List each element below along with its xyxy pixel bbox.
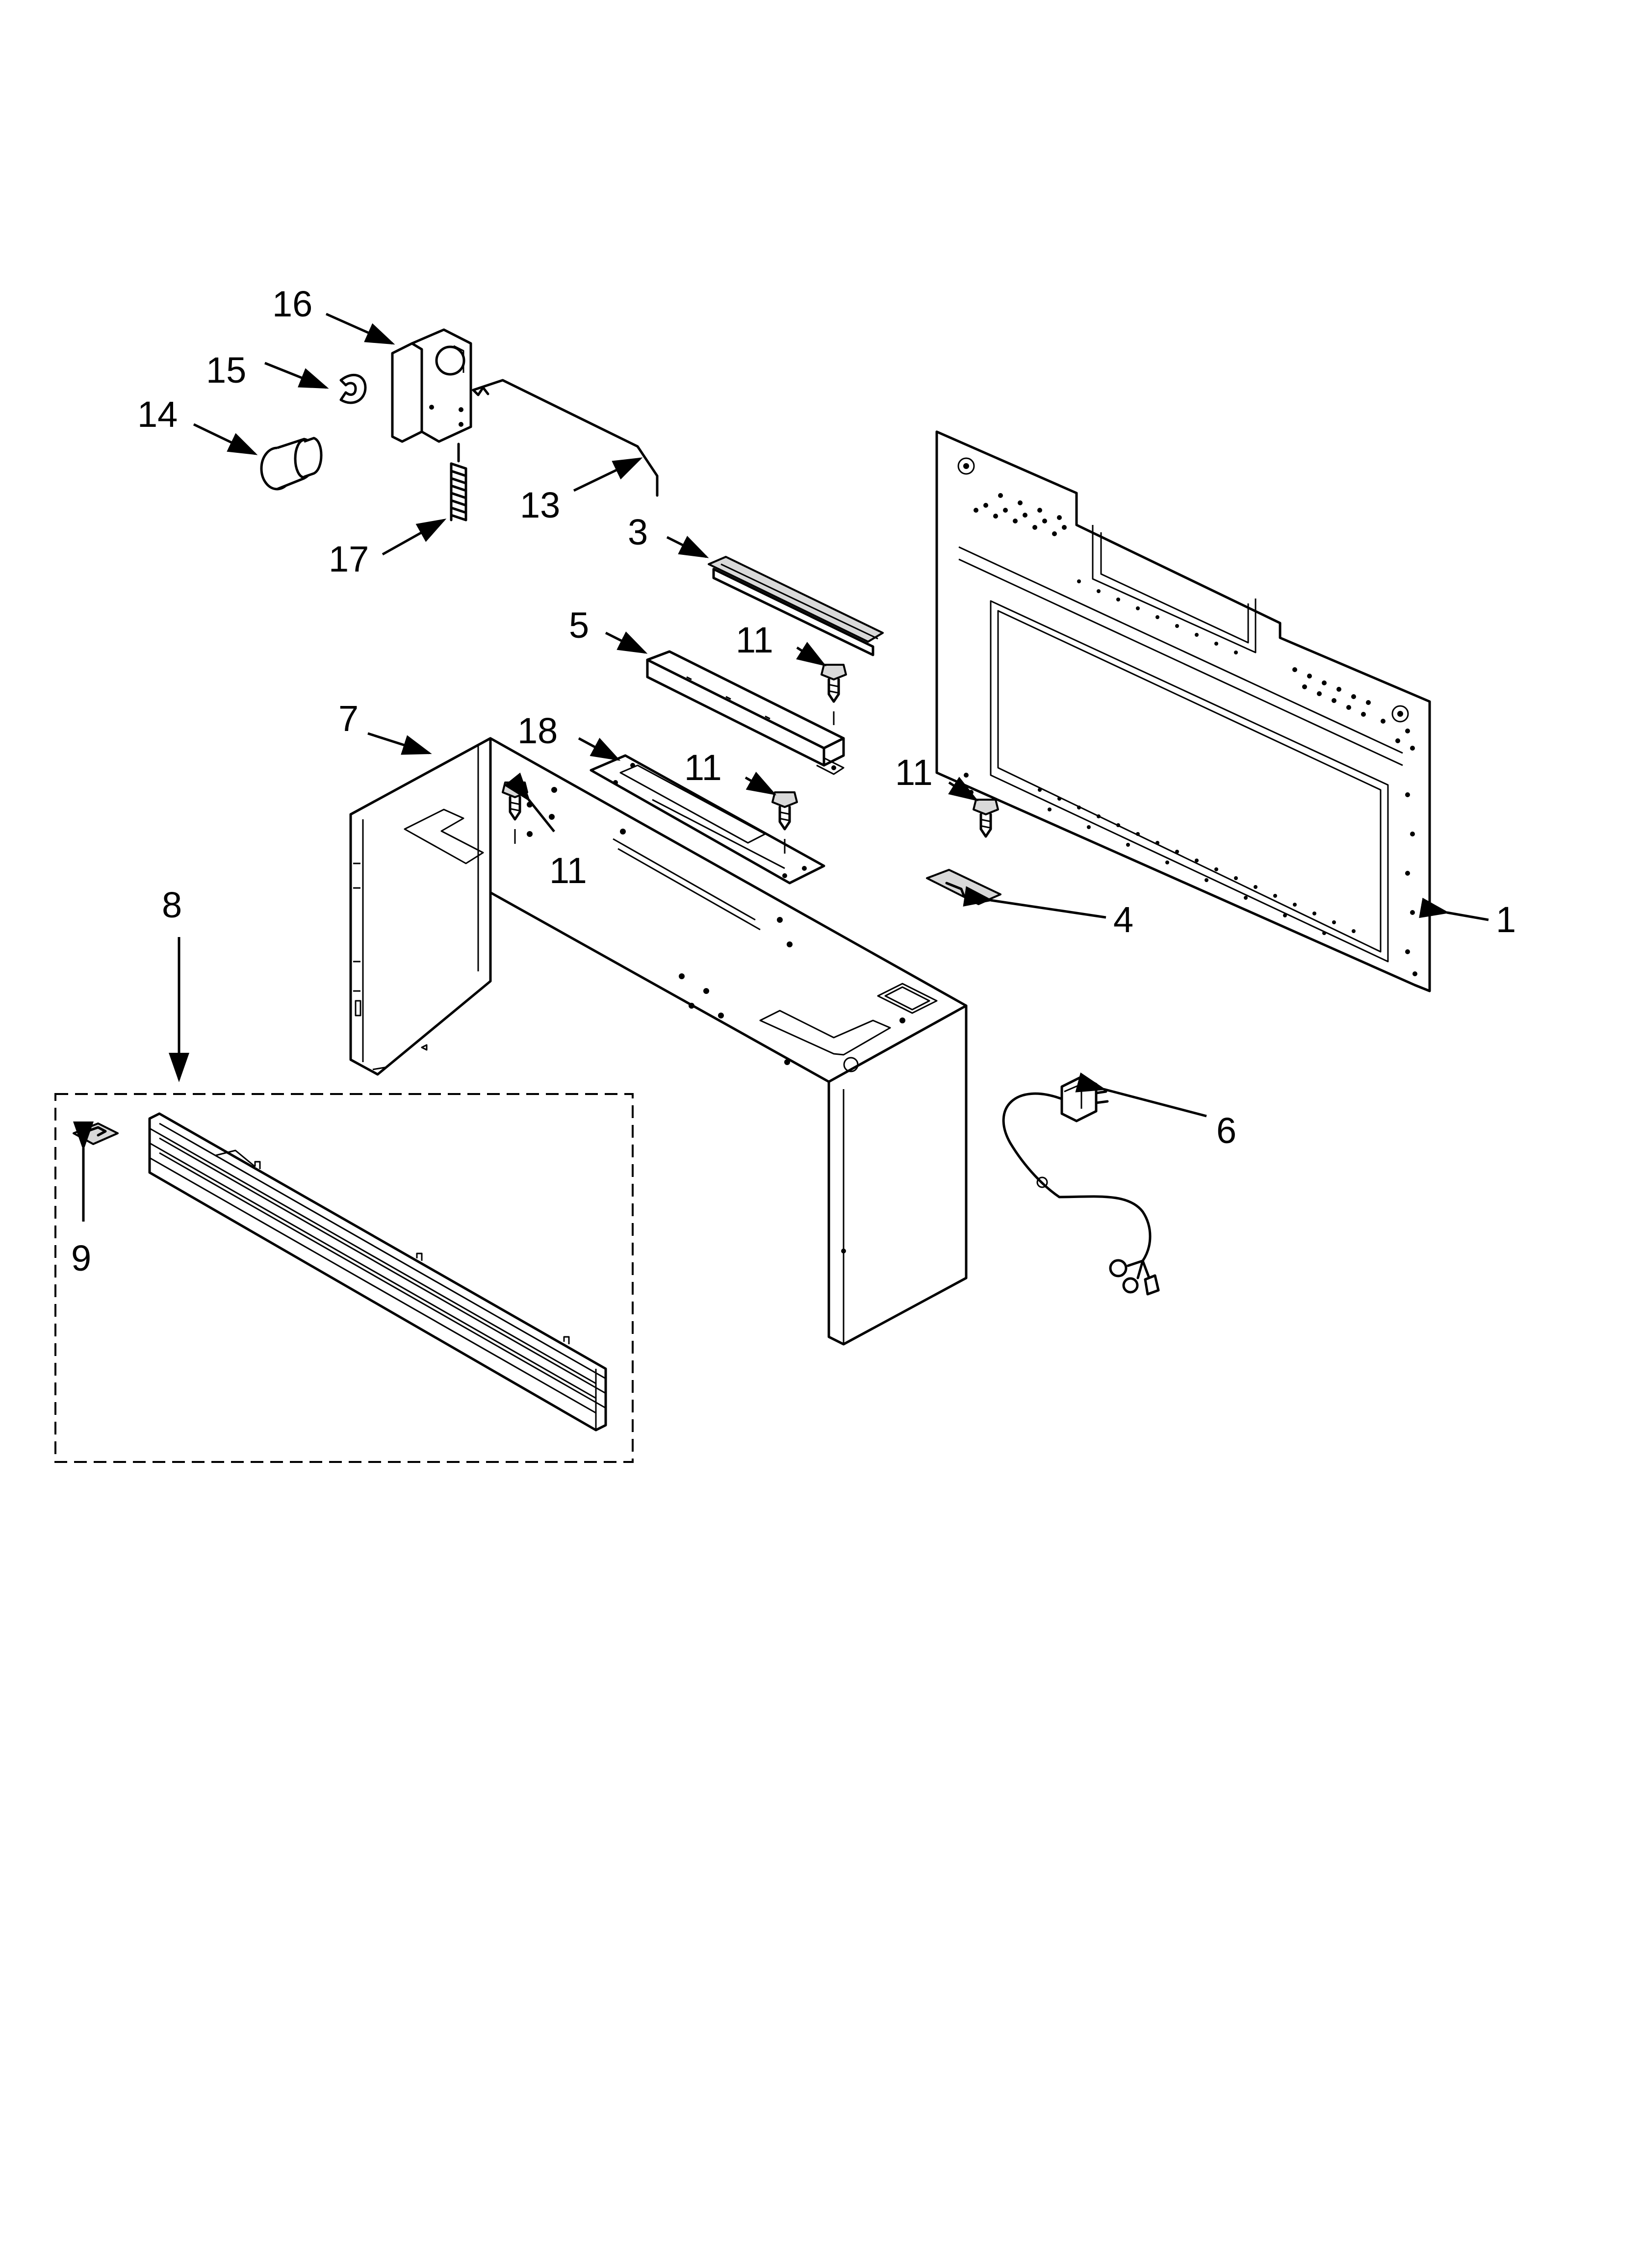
grille: [148, 1112, 607, 1432]
part-5-channel-bracket: [646, 650, 845, 775]
part-8-grille-assembly: [54, 1093, 634, 1463]
callout-16: 16: [272, 284, 312, 324]
part-1-back-panel: [935, 430, 1431, 992]
callout-17: 17: [329, 539, 369, 579]
callout-7: 7: [338, 698, 359, 739]
callout-13: 13: [520, 485, 560, 525]
callout-11b: 11: [684, 747, 722, 788]
part-7-cabinet-wrapper: [349, 737, 968, 1346]
callout-labels: 1 3 4 5 6 7 8 9 11 11 11 11 13 14 15 16 …: [71, 284, 1516, 1278]
part-17-spring: [450, 443, 467, 521]
part-9-clip: [73, 1122, 119, 1145]
part-11-screw-d: [973, 799, 999, 838]
callout-18: 18: [517, 710, 558, 751]
callout-5: 5: [569, 605, 589, 646]
part-6-power-cord: [1002, 1075, 1160, 1296]
callout-15: 15: [206, 350, 246, 391]
callout-11c: 11: [549, 850, 587, 891]
callout-3: 3: [628, 512, 648, 552]
part-4-clip: [926, 869, 1001, 905]
part-11-screw-a: [821, 664, 847, 725]
callout-4: 4: [1113, 899, 1133, 940]
callout-8: 8: [162, 885, 182, 925]
part-13-wire-rod: [472, 379, 659, 497]
part-14-knob: [260, 437, 323, 491]
leader-lines: [73, 313, 1489, 1222]
callout-11a: 11: [736, 620, 773, 660]
part-15-retaining-clip: [339, 373, 367, 404]
part-3-strip: [708, 556, 884, 656]
part-11-screw-b: [771, 791, 798, 854]
part-16-bracket: [391, 328, 472, 443]
callout-1: 1: [1496, 899, 1516, 940]
callout-9: 9: [71, 1238, 91, 1278]
callout-6: 6: [1216, 1110, 1236, 1151]
callout-11d: 11: [895, 752, 933, 793]
callout-14: 14: [137, 394, 178, 435]
